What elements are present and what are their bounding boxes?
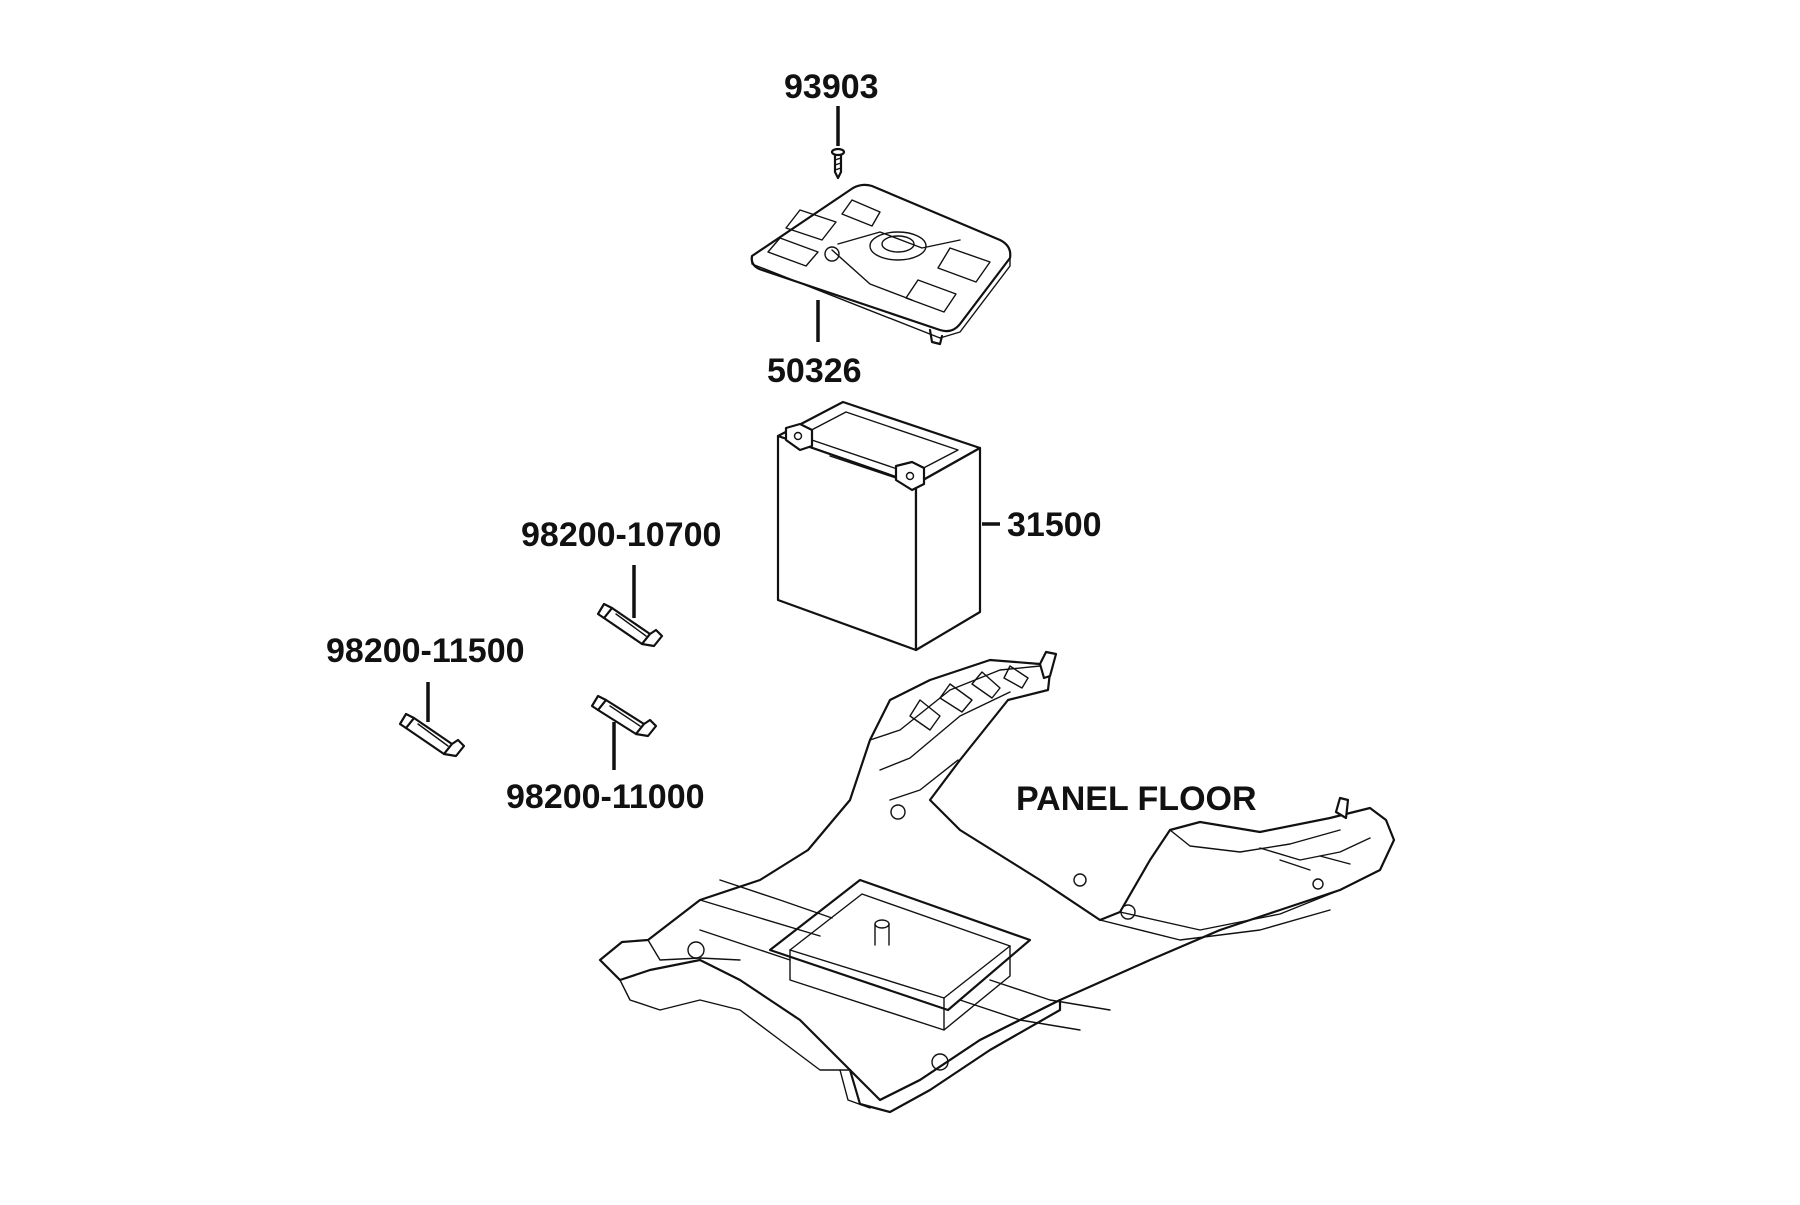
callout-battery: 31500 [1007,506,1102,544]
callout-cover: 50326 [767,352,862,390]
callout-fuse-11500: 98200-11500 [326,632,525,670]
fuse-11000-part [590,694,658,770]
panel-floor-part [598,650,1396,1114]
assembly-label: PANEL FLOOR [1016,780,1257,818]
fuse-10700-part [596,565,664,648]
fuse-11500-part [398,682,466,758]
battery-cover-part [750,183,1012,346]
battery-part [776,400,1000,652]
callout-fuse-11000: 98200-11000 [506,778,705,816]
callout-screw: 93903 [784,68,879,106]
callout-fuse-10700: 98200-10700 [521,516,722,554]
screw-part [830,106,846,180]
